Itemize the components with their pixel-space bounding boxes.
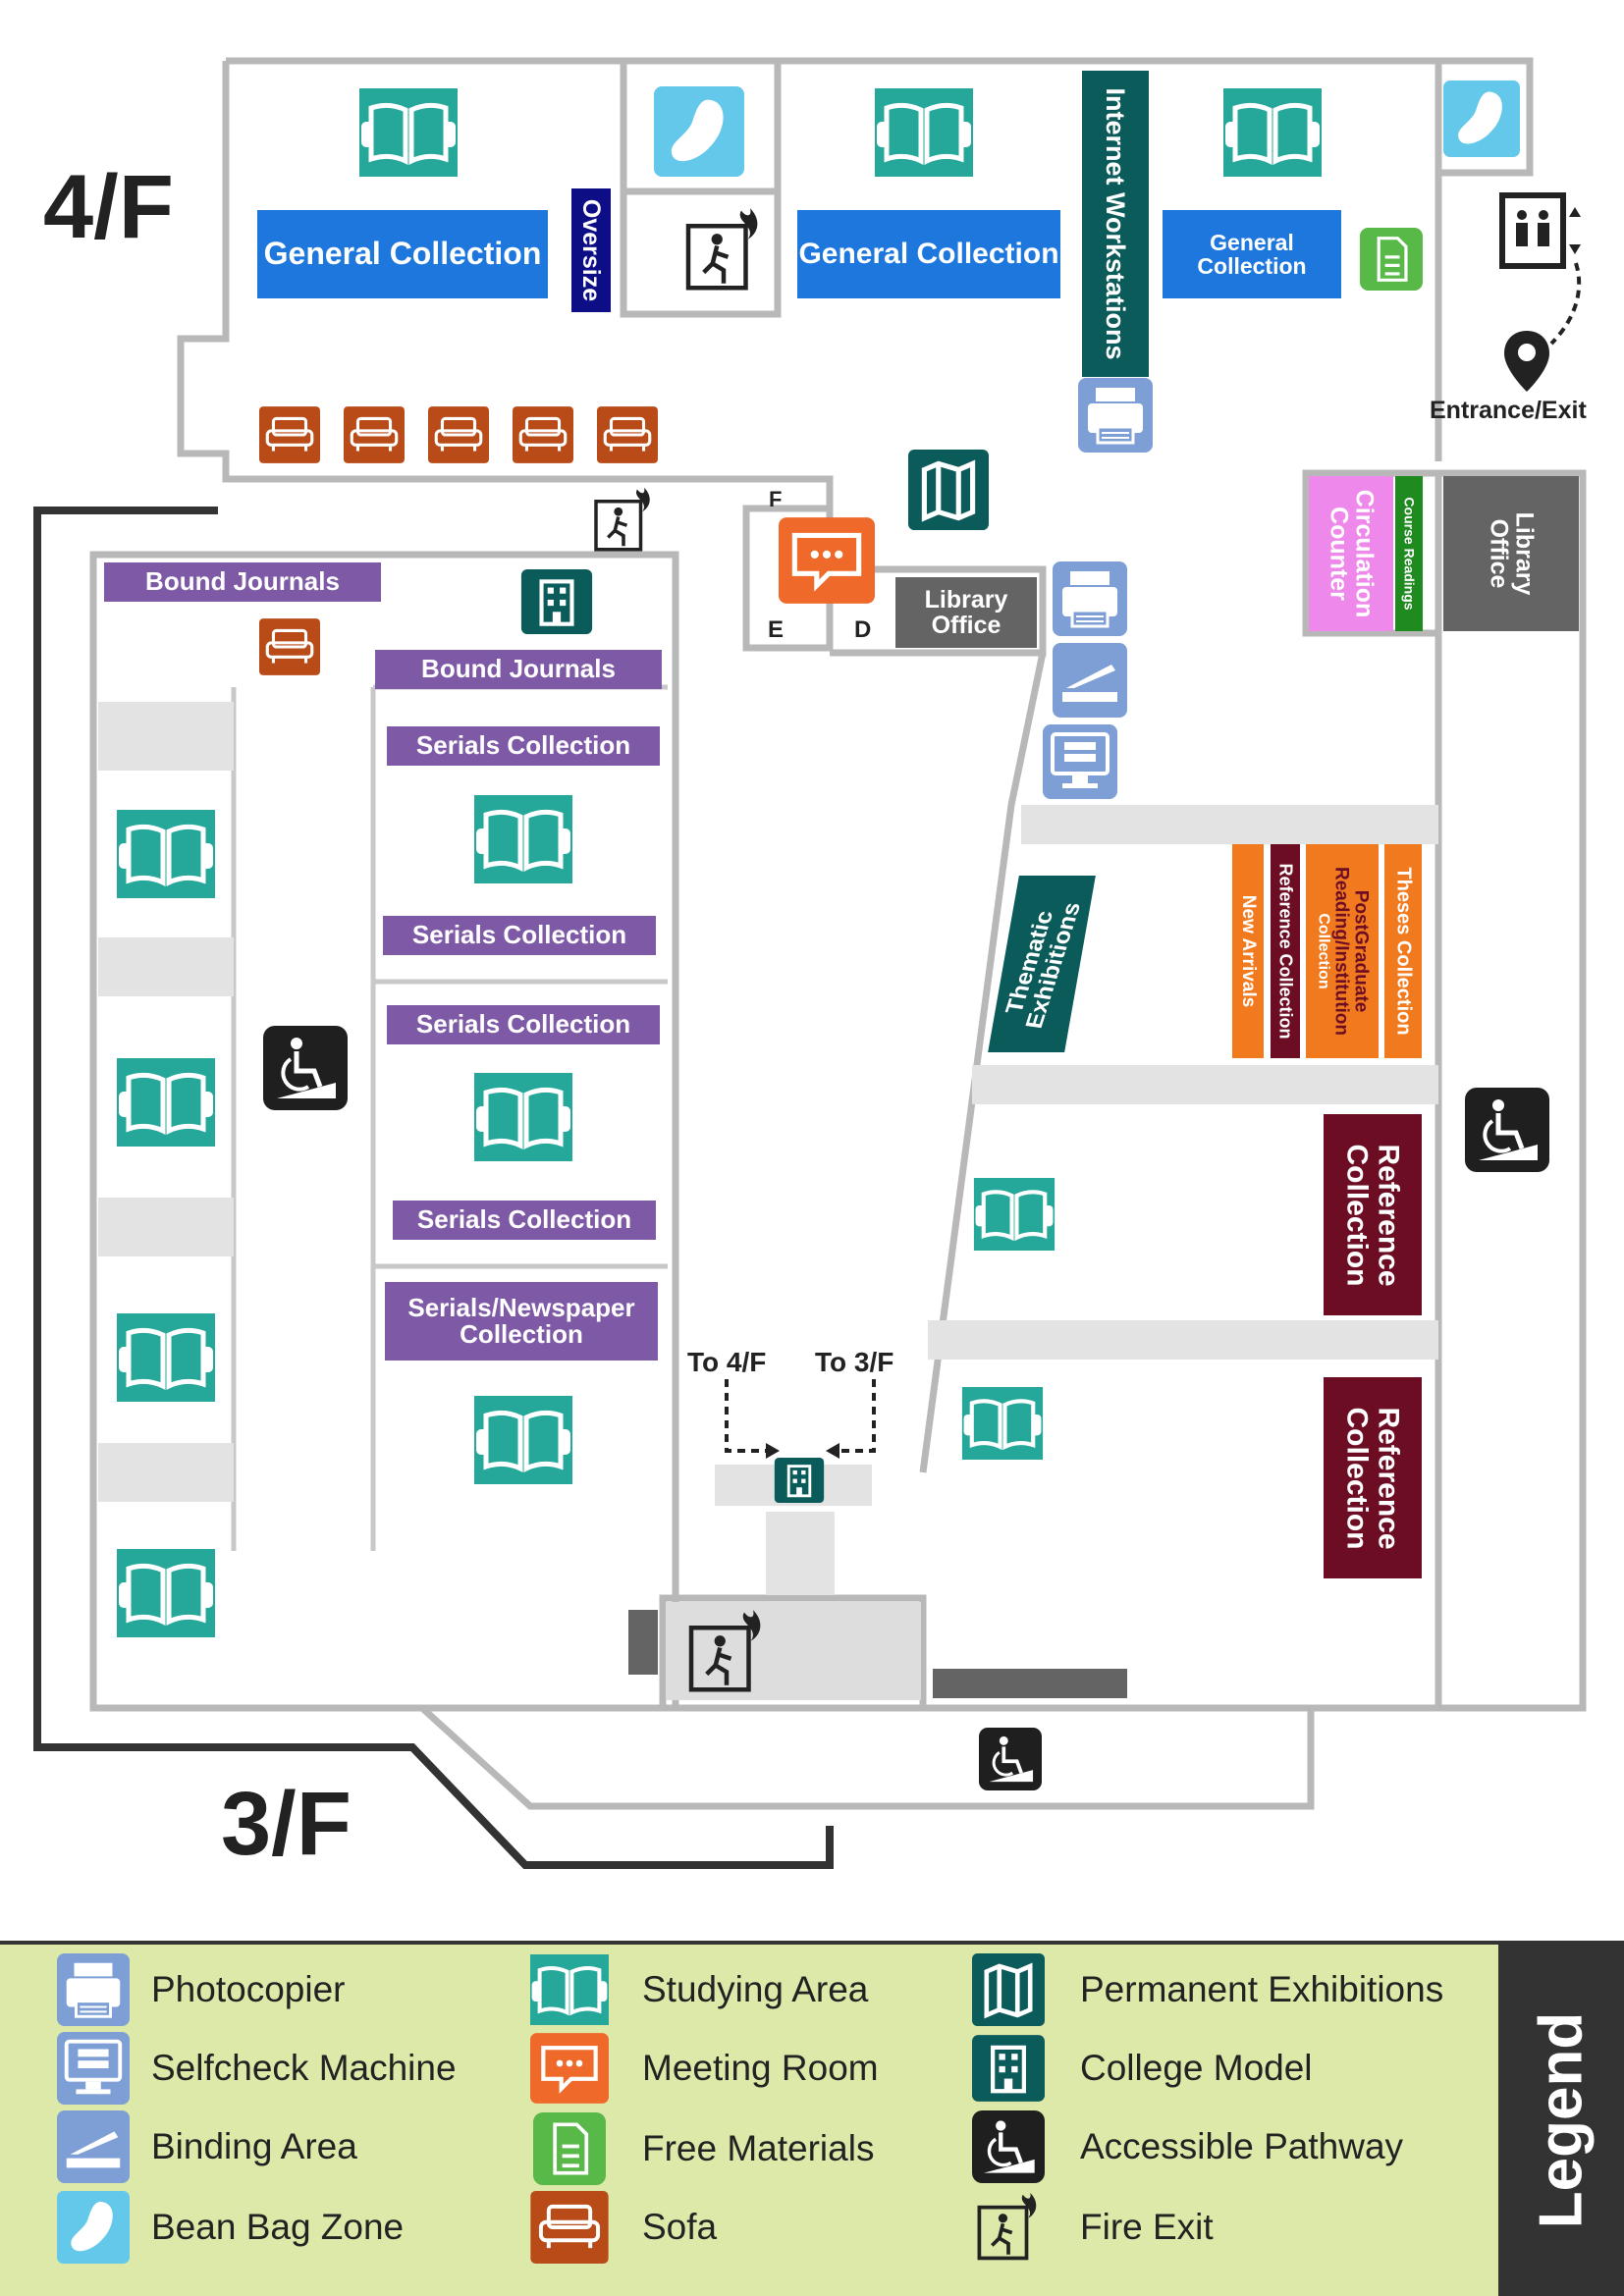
legend-item-binding: Binding Area: [57, 2111, 357, 2182]
location-pin-icon: [1502, 329, 1551, 394]
bound-journals-label: Bound Journals: [375, 650, 662, 689]
serials-collection-label: Serials Collection: [383, 916, 656, 955]
legend-item-selfcheck: Selfcheck Machine: [57, 2033, 457, 2104]
meeting-icon: [779, 517, 875, 604]
new-arrivals-label: New Arrivals: [1232, 844, 1264, 1058]
exhibition-icon: [908, 450, 989, 530]
beanbag-icon: [57, 2191, 130, 2264]
sofa-icon: [344, 406, 405, 463]
fire-exit-icon: [682, 1605, 771, 1699]
college-model-icon: [774, 1458, 825, 1503]
legend-item-beanbag: Bean Bag Zone: [57, 2192, 404, 2263]
floor-title-4f: 4/F: [43, 157, 174, 257]
sofa-icon: [259, 406, 320, 463]
legend-item-study: Studying Area: [530, 1954, 868, 2025]
internet-workstations-label: Internet Workstations: [1082, 71, 1149, 377]
legend-title-box: Legend: [1498, 1945, 1624, 2296]
legend-item-photocopier: Photocopier: [57, 1954, 345, 2025]
study-icon: [356, 88, 460, 177]
beanbag-icon: [1443, 80, 1520, 157]
fire-exit-icon: [679, 201, 768, 299]
elevator-icon: [1497, 191, 1588, 270]
entrance-exit-label: Entrance/Exit: [1430, 397, 1587, 424]
legend-item-accessible: Accessible Pathway: [972, 2111, 1403, 2182]
study-icon: [530, 1954, 609, 2025]
oversize-label: Oversize: [571, 188, 611, 312]
legend-item-exhibition: Permanent Exhibitions: [972, 1954, 1443, 2025]
legend-item-sofa: Sofa: [530, 2192, 717, 2263]
serials-collection-label: Serials Collection: [387, 1005, 660, 1044]
legend-item-college-model: College Model: [972, 2033, 1313, 2104]
study-icon: [114, 1313, 218, 1402]
room-d-label: D: [854, 616, 872, 643]
to-4f-label: To 4/F: [687, 1347, 767, 1377]
theses-collection-label: Theses Collection: [1384, 844, 1422, 1058]
general-collection-label: General Collection: [797, 210, 1060, 298]
room-e-label: E: [768, 616, 785, 643]
floor-title-3f: 3/F: [221, 1774, 352, 1874]
floor-plan: [33, 57, 1587, 1869]
legend-item-meeting: Meeting Room: [530, 2033, 879, 2104]
free-materials-icon: [530, 2112, 609, 2185]
selfcheck-icon: [57, 2032, 130, 2105]
sofa-icon: [597, 406, 658, 463]
sofa-icon: [428, 406, 489, 463]
binding-icon: [57, 2110, 130, 2183]
study-icon: [471, 1396, 575, 1484]
course-readings-label: Course Readings: [1395, 476, 1423, 631]
photocopier-icon: [1053, 561, 1127, 636]
meeting-icon: [530, 2033, 609, 2104]
study-icon: [972, 1178, 1056, 1251]
to-3f-label: To 3/F: [815, 1347, 894, 1377]
college-model-icon: [972, 2032, 1045, 2105]
legend-title: Legend: [1527, 2011, 1596, 2229]
exhibition-icon: [972, 1953, 1045, 2026]
room-f-label: F: [769, 487, 783, 511]
study-icon: [471, 1073, 575, 1161]
beanbag-icon: [654, 86, 744, 177]
reference-collection-small-label: Reference Collection: [1271, 844, 1300, 1058]
legend-item-free-materials: Free Materials: [530, 2113, 874, 2184]
sofa-icon: [513, 406, 573, 463]
college-model-icon: [520, 569, 593, 634]
study-icon: [1220, 88, 1325, 177]
legend-item-fire-exit: Fire Exit: [972, 2192, 1214, 2263]
accessible-icon: [263, 1026, 348, 1110]
binding-icon: [1053, 643, 1127, 718]
sofa-icon: [530, 2191, 609, 2264]
photocopier-icon: [57, 1953, 130, 2026]
legend: Legend Photocopier Selfcheck Machine Bin…: [0, 1941, 1624, 2296]
sofa-icon: [259, 618, 320, 675]
study-icon: [471, 795, 575, 883]
accessible-icon: [972, 2110, 1045, 2183]
general-collection-label: General Collection: [257, 210, 548, 298]
fire-exit-icon: [972, 2191, 1045, 2264]
accessible-icon: [1465, 1088, 1549, 1172]
accessible-icon: [979, 1728, 1042, 1790]
study-icon: [114, 1549, 218, 1637]
photocopier-icon: [1078, 378, 1153, 453]
free-materials-icon: [1360, 228, 1423, 291]
serials-collection-label: Serials Collection: [393, 1201, 656, 1240]
fire-exit-icon: [589, 486, 658, 555]
study-icon: [114, 810, 218, 898]
study-icon: [114, 1058, 218, 1147]
study-icon: [960, 1387, 1045, 1460]
selfcheck-icon: [1043, 724, 1117, 799]
study-icon: [872, 88, 976, 177]
bound-journals-label: Bound Journals: [104, 562, 381, 602]
serials-collection-label: Serials Collection: [387, 726, 660, 766]
